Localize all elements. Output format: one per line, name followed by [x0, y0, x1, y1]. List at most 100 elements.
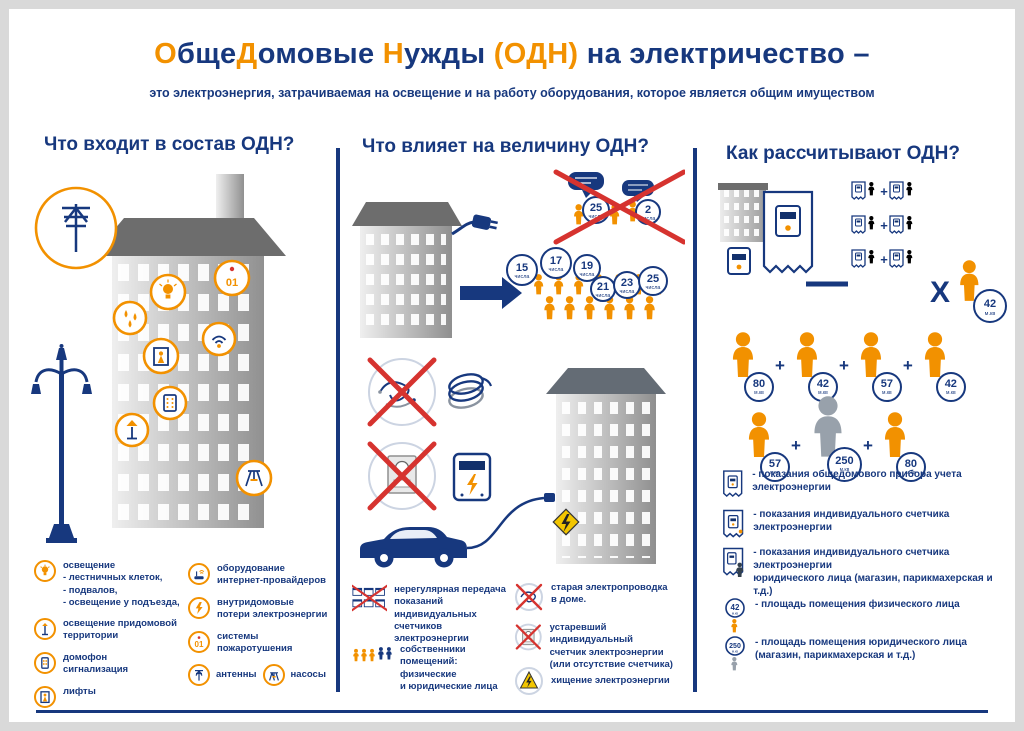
odn-factors-illustration: [360, 357, 666, 568]
column-divider-2: [693, 148, 697, 692]
date-circle: 17 числа: [540, 247, 572, 279]
wifi-circle-icon: [201, 321, 237, 357]
svg-text:числа: числа: [641, 216, 657, 222]
legal-entity-meter-icon: [723, 547, 744, 577]
bottom-rule: [36, 710, 988, 713]
legend-item-lighting: освещение - лестничных клеток, - подвало…: [34, 560, 186, 609]
legend-item-fire-systems: 01 системы пожаротушения: [188, 631, 334, 656]
arrow-right-icon: [460, 277, 522, 309]
bulb-icon: [34, 560, 56, 582]
legend-item-text: лифты: [63, 686, 96, 697]
date-circle: 15 числа: [506, 254, 538, 286]
intercom-circle-icon: [152, 385, 188, 421]
svg-text:25: 25: [647, 273, 659, 285]
legend-item-text: - показания общедомового прибора учета э…: [752, 469, 962, 493]
small-building: [352, 202, 462, 338]
charging-cable: [466, 496, 545, 550]
title-part: О: [154, 38, 178, 70]
pump-icon: [262, 664, 285, 686]
legend-item-yard-lighting: освещение придомовой территории: [34, 618, 186, 643]
svg-text:+: +: [880, 252, 888, 267]
old-meter-icon: [514, 623, 542, 651]
legend-item-old-wiring: старая электропроводка в доме.: [514, 582, 686, 612]
date-circle: 25 числа: [638, 266, 668, 296]
antenna-icon: [188, 664, 210, 686]
svg-text:15: 15: [516, 262, 528, 274]
svg-text:м.кв: м.кв: [732, 612, 738, 616]
yard-light-circle-icon: [114, 412, 150, 448]
plus-sign: +: [838, 356, 849, 375]
intercom-icon: [34, 652, 56, 674]
title-part: Д: [236, 38, 258, 70]
legend-item-legal-meter: - показания индивидуального счетчика эле…: [722, 546, 1012, 598]
electric-warning-icon: [552, 508, 580, 536]
old-wiring-crossed-icon: [367, 357, 437, 427]
legend-item-antennas-pumps: антенны насосы: [188, 664, 334, 686]
svg-text:числа: числа: [580, 272, 596, 278]
svg-text:250: 250: [729, 643, 741, 650]
legend-item-text: оборудование интернет-провайдеров: [217, 563, 326, 587]
legend-item-text: насосы: [290, 668, 326, 680]
legend-item-text: нерегулярная передача показаний индивиду…: [394, 584, 506, 645]
svg-text:01: 01: [195, 640, 204, 649]
individual-receipts: + + +: [851, 181, 913, 268]
odn-composition-illustration: 01: [31, 174, 286, 543]
legend-item-text: антенны: [216, 668, 257, 680]
multiply-sign: X: [930, 276, 950, 309]
legend-item-energy-theft: хищение электроэнергии: [514, 666, 686, 696]
odn-calculation-illustration: + + + X 42 м.кв: [718, 181, 1007, 323]
meter-readings-illustration: 25 числа 2 числа 15 числа 17 числа: [352, 169, 685, 338]
svg-text:числа: числа: [589, 214, 605, 220]
old-meter-crossed-icon: [367, 441, 437, 511]
legend-item-elevators: лифты: [34, 686, 186, 708]
legend-item-isp-equipment: оборудование интернет-провайдеров: [188, 563, 334, 588]
svg-text:42: 42: [984, 298, 996, 310]
svg-text:42: 42: [731, 603, 740, 612]
new-cable-coil-icon: [448, 373, 493, 409]
legend-item-intercom: домофон сигнализация: [34, 652, 186, 677]
building-energy-theft: [546, 368, 666, 564]
street-lamp-illustration: [31, 344, 92, 543]
header: ОбщеДомовые Нужды (ОДН) на электричество…: [0, 38, 1024, 100]
legend-item-text: - показания индивидуального счетчика эле…: [753, 547, 993, 597]
svg-text:21: 21: [597, 281, 609, 293]
column2-title: Что влияет на величину ОДН?: [362, 136, 649, 157]
legend-item-text: хищение электроэнергии: [551, 674, 670, 686]
legal-entity-person-icon: [814, 396, 842, 457]
date-circle: 23 числа: [613, 271, 641, 299]
svg-text:числа: числа: [515, 274, 531, 280]
legend-item-text: системы пожаротушения: [217, 631, 293, 655]
fire-system-icon: 01: [188, 631, 210, 653]
legend-item-legal-area: 250 м.кв - площадь помещения юридическог…: [722, 636, 1012, 672]
apartment-building: [92, 174, 286, 528]
svg-text:м.кв: м.кв: [732, 650, 738, 654]
title-part: Н: [382, 38, 405, 70]
svg-text:2: 2: [645, 204, 651, 216]
person-icon: [796, 332, 817, 377]
person-icon: [884, 412, 905, 457]
legend-item-text: освещение - лестничных клеток, - подвало…: [63, 560, 180, 609]
legend-item-physical-area: 42 м.кв - площадь помещения физического …: [722, 598, 1012, 634]
svg-text:+: +: [880, 184, 888, 199]
antenna-circle-icon: [34, 186, 118, 270]
plug-icon: [451, 214, 498, 236]
modern-meter-icon: [452, 452, 492, 502]
individual-meter-icon: [723, 509, 744, 538]
svg-text:01: 01: [226, 277, 238, 289]
red-cross-icon: [553, 169, 685, 245]
legend-item-text: устаревший индивидуальный счетчик электр…: [549, 622, 673, 671]
common-meter-receipt: [762, 190, 814, 274]
legend-item-text: внутридомовые потери электроэнергии: [217, 597, 328, 621]
irregular-readings-group: 25 числа 2 числа: [553, 169, 685, 245]
energy-theft-icon: [515, 667, 543, 695]
